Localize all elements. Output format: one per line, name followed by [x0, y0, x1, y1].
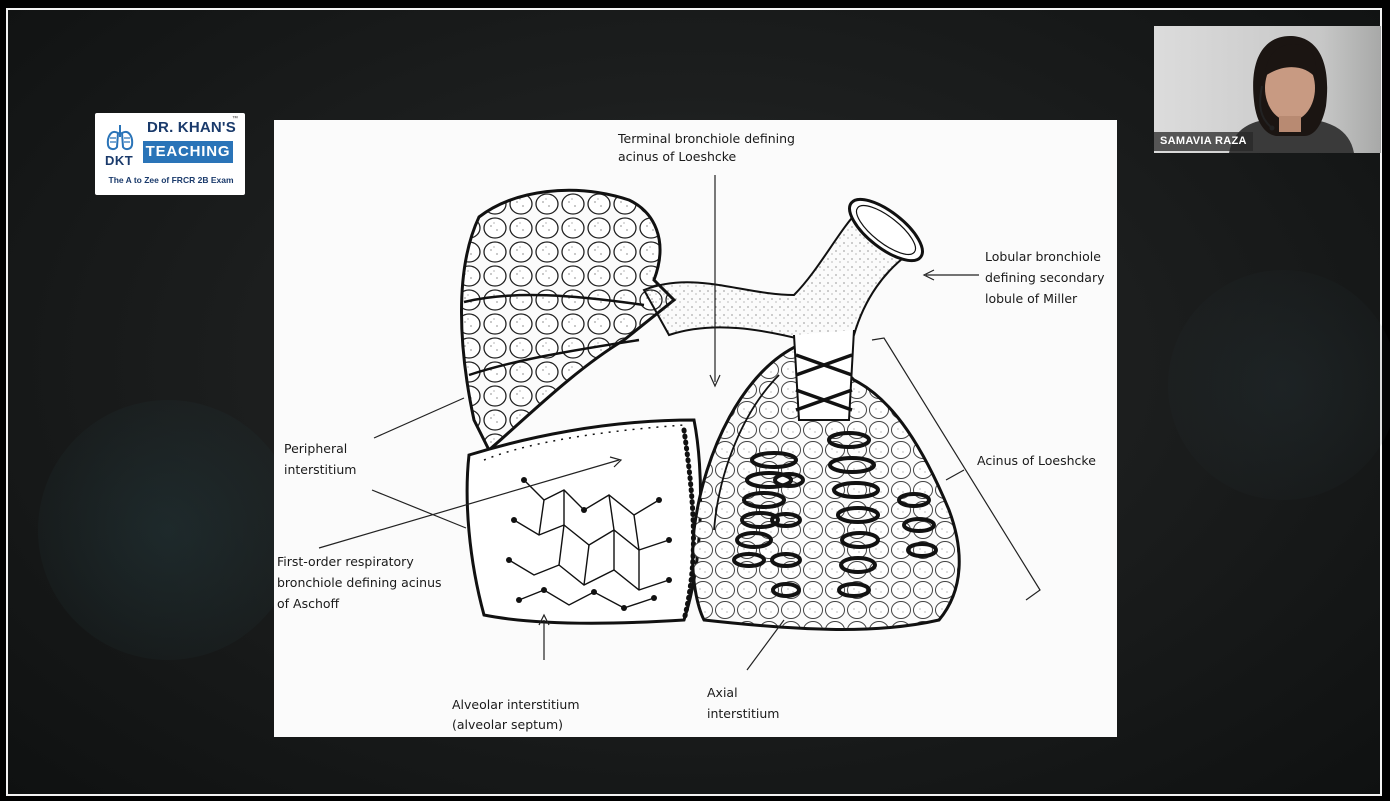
label-first-order-line3: of Aschoff: [277, 595, 339, 613]
presentation-slide: Terminal bronchiole defining acinus of L…: [274, 120, 1117, 737]
label-peripheral-interstitium-line2: interstitium: [284, 461, 357, 479]
logo-brand-short: DKT: [105, 153, 133, 168]
label-acinus-loeshcke: Acinus of Loeshcke: [977, 452, 1096, 470]
label-lobular-bronchiole-line3: lobule of Miller: [985, 290, 1077, 308]
label-first-order-line2: bronchiole defining acinus: [277, 574, 442, 592]
dkt-logo: DR. KHAN'S ™ DKT TEACHING The A to Zee o…: [95, 113, 245, 195]
label-terminal-bronchiole-line2: acinus of Loeshcke: [618, 148, 736, 166]
label-axial-interstitium-line1: Axial: [707, 684, 738, 702]
lung-lobule-diagram: [274, 120, 1117, 737]
background-glow: [38, 400, 298, 660]
label-axial-interstitium-line2: interstitium: [707, 705, 780, 723]
participant-video-tile[interactable]: SAMAVIA RAZA: [1154, 26, 1381, 153]
label-lobular-bronchiole-line2: defining secondary: [985, 269, 1105, 287]
logo-tagline: The A to Zee of FRCR 2B Exam: [103, 175, 239, 185]
logo-brand-top: DR. KHAN'S: [147, 119, 236, 136]
logo-brand-main: TEACHING: [143, 141, 233, 163]
left-lobule: [462, 190, 675, 450]
label-peripheral-interstitium-line1: Peripheral: [284, 440, 347, 458]
lungs-icon: [105, 123, 135, 153]
participant-name-tag: SAMAVIA RAZA: [1154, 132, 1253, 151]
label-first-order-line1: First-order respiratory: [277, 553, 414, 571]
trademark-symbol: ™: [232, 116, 238, 122]
label-terminal-bronchiole-line1: Terminal bronchiole defining: [618, 130, 795, 148]
label-lobular-bronchiole-line1: Lobular bronchiole: [985, 248, 1101, 266]
label-alveolar-interstitium-line2: (alveolar septum): [452, 716, 563, 734]
label-alveolar-interstitium-line1: Alveolar interstitium: [452, 696, 580, 714]
aschoff-acinus: [467, 420, 700, 623]
background-glow: [1168, 270, 1390, 500]
